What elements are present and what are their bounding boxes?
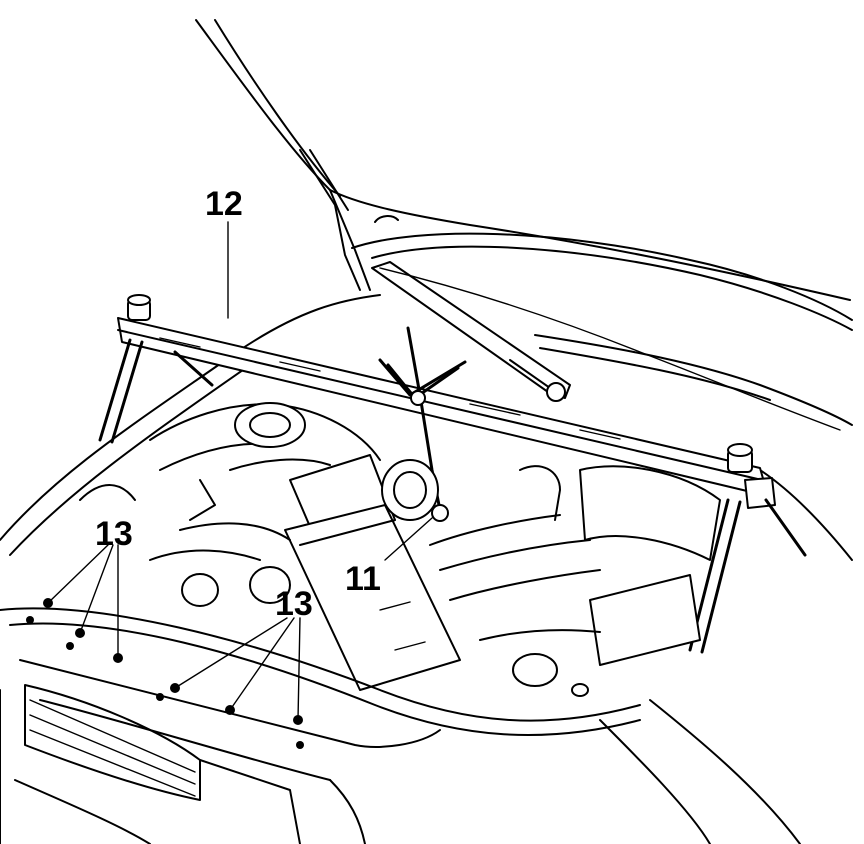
fender-outline	[0, 294, 853, 844]
engine-assembly	[79, 402, 721, 697]
leader-lines	[47, 221, 433, 721]
bolt-8	[66, 642, 74, 650]
wiper-arm	[371, 261, 571, 402]
front-panel	[0, 607, 641, 844]
hood-panel	[195, 19, 853, 431]
callout-13-left: 13	[95, 515, 133, 553]
bolt-10	[296, 741, 304, 749]
callout-12: 12	[205, 185, 243, 223]
grille	[0, 684, 301, 844]
callout-11: 11	[345, 560, 381, 598]
bolt-markers	[26, 598, 304, 749]
bolt-9	[156, 693, 164, 701]
engine-support-bar	[98, 294, 807, 654]
bolt-7	[26, 616, 34, 624]
callout-13-right: 13	[275, 585, 313, 623]
